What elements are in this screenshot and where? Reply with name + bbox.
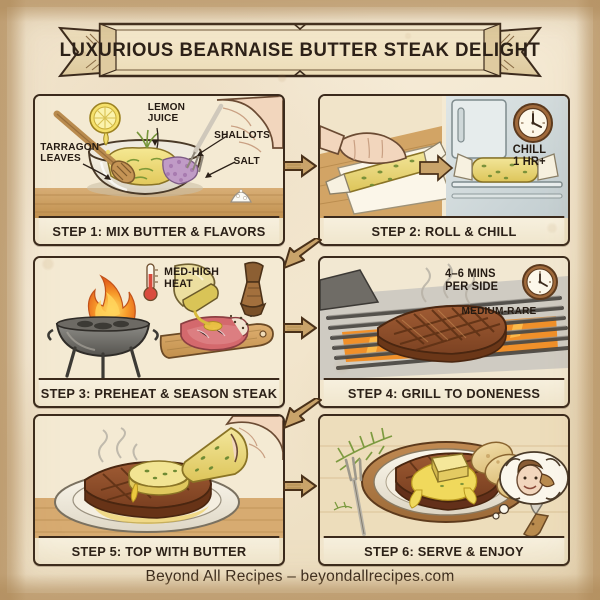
step-2-caption: STEP 2: ROLL & CHILL — [323, 216, 565, 244]
page-title: LUXURIOUS BEARNAISE BUTTER STEAK DELIGHT — [59, 38, 541, 61]
footer-credit: Beyond All Recipes – beyondallrecipes.co… — [145, 568, 455, 585]
title-banner: LUXURIOUS BEARNAISE BUTTER STEAK DELIGHT — [58, 22, 542, 78]
tarragon-leaves-label: TARRAGON LEAVES — [40, 141, 100, 164]
salt-pile-icon — [230, 189, 252, 203]
panel-step-1: LEMON JUICE TARRAGON LEAVES SHALLOTS SAL… — [33, 94, 285, 246]
arrow-step3-to-step4 — [283, 316, 318, 345]
hand-with-fork-icon — [186, 96, 283, 173]
doneness-label: MEDIUM-RARE — [461, 305, 537, 317]
steam-icon — [421, 263, 475, 305]
panel-step-5: STEP 5: TOP WITH BUTTER — [33, 414, 285, 566]
panel-step-2: CHILL 1 HR+ STEP 2: ROLL & CHILL — [318, 94, 570, 246]
butter-log-chilled-icon — [453, 153, 559, 183]
chill-time-label: CHILL 1 HR+ — [512, 144, 547, 169]
flame-icon — [87, 274, 136, 325]
step-3-illustration: MED-HIGH HEAT — [35, 258, 283, 380]
arrow-step5-to-step6 — [283, 474, 318, 503]
step-3-caption: STEP 3: PREHEAT & SEASON STEAK — [38, 378, 280, 406]
arrow-step2-to-step3 — [276, 237, 324, 279]
salt-label: SALT — [233, 155, 260, 167]
step-2-illustration: CHILL 1 HR+ — [320, 96, 568, 218]
raw-steak-icon — [180, 316, 250, 351]
step-1-caption: STEP 1: MIX BUTTER & FLAVORS — [38, 216, 280, 244]
arrow-step4-to-step5 — [276, 397, 324, 439]
wall-clock-icon — [522, 264, 558, 300]
step-6-illustration — [320, 416, 568, 538]
wall-clock-icon — [513, 103, 553, 143]
hand-with-butter-log-icon — [181, 416, 283, 483]
grill-time-label: 4–6 MINS PER SIDE — [445, 268, 499, 293]
grilled-steak-icon — [377, 304, 508, 363]
panel-step-4: 4–6 MINS PER SIDE MEDIUM-RARE STEP 4: GR… — [318, 256, 570, 408]
rosemary-sprig-icon-2 — [333, 501, 353, 511]
oil-bottle-icon — [173, 263, 219, 326]
wooden-spoon-icon — [53, 110, 136, 184]
thought-bubble-happy-eater-icon — [492, 451, 568, 520]
lemon-juice-label: LEMON JUICE — [147, 101, 186, 124]
pepper-grinder-icon — [229, 261, 267, 330]
step-4-caption: STEP 4: GRILL TO DONENESS — [323, 378, 565, 406]
charcoal-grill-icon — [47, 316, 159, 380]
fork-icon — [344, 456, 366, 536]
step-1-illustration: LEMON JUICE TARRAGON LEAVES SHALLOTS SAL… — [35, 96, 283, 218]
panel-step-6: STEP 6: SERVE & ENJOY — [318, 414, 570, 566]
butter-slice-icon — [128, 460, 190, 503]
heat-level-label: MED-HIGH HEAT — [164, 266, 220, 291]
step-6-caption: STEP 6: SERVE & ENJOY — [323, 536, 565, 564]
steam-icon — [98, 427, 138, 463]
step-5-caption: STEP 5: TOP WITH BUTTER — [38, 536, 280, 564]
arrow-step1-to-step2 — [283, 154, 318, 183]
inline-arrow-icon — [419, 154, 454, 182]
step-5-illustration — [35, 416, 283, 538]
butter-slice-icon — [430, 453, 470, 483]
callout-leader-lines — [82, 127, 236, 180]
lemon-half-icon — [89, 102, 121, 155]
shallots-label: SHALLOTS — [214, 129, 271, 141]
panel-step-3: MED-HIGH HEAT STEP 3: PREHEAT & SEASON S… — [33, 256, 285, 408]
step-4-illustration: 4–6 MINS PER SIDE MEDIUM-RARE — [320, 258, 568, 380]
thermometer-icon — [143, 263, 158, 302]
steps-grid: LEMON JUICE TARRAGON LEAVES SHALLOTS SAL… — [0, 88, 600, 566]
hand-rolling-icon — [320, 125, 407, 165]
